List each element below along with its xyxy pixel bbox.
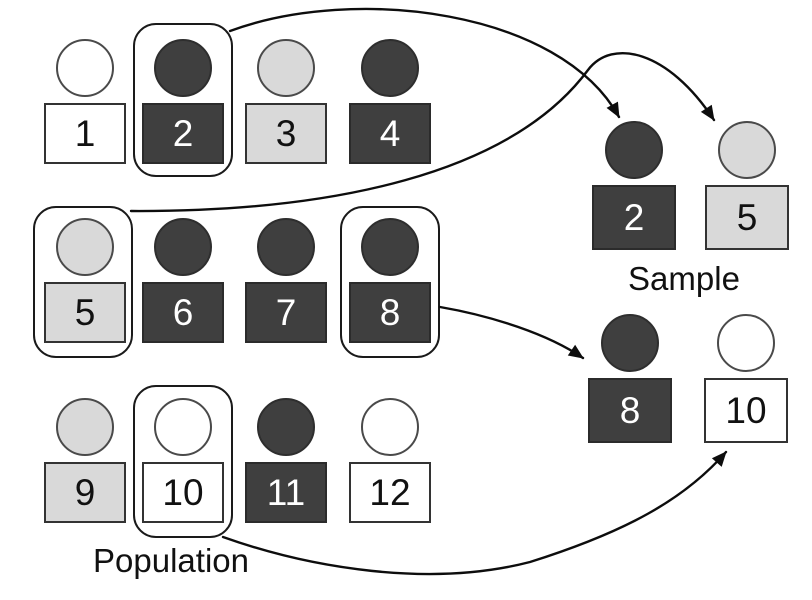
person-body-square: 12 bbox=[349, 462, 431, 523]
person-number: 7 bbox=[275, 292, 297, 333]
person-number: 5 bbox=[736, 197, 758, 238]
person-body-square: 9 bbox=[44, 462, 126, 523]
person-body-square: 11 bbox=[245, 462, 327, 523]
population-member-3: 3 bbox=[245, 39, 327, 164]
person-head-circle bbox=[361, 218, 419, 276]
person-number: 12 bbox=[369, 472, 411, 513]
person-number: 3 bbox=[275, 113, 297, 154]
person-head-circle bbox=[154, 39, 212, 97]
person-body-square: 2 bbox=[592, 185, 676, 250]
person-number: 2 bbox=[172, 113, 194, 154]
person-body-square: 5 bbox=[705, 185, 789, 250]
person-body-square: 5 bbox=[44, 282, 126, 343]
person-head-circle bbox=[717, 314, 775, 372]
person-number: 8 bbox=[619, 390, 641, 431]
person-head-circle bbox=[154, 398, 212, 456]
person-number: 10 bbox=[162, 472, 204, 513]
person-head-circle bbox=[718, 121, 776, 179]
population-member-8: 8 bbox=[349, 218, 431, 343]
person-body-square: 10 bbox=[142, 462, 224, 523]
sample-member-8: 8 bbox=[588, 314, 672, 443]
sample-member-5: 5 bbox=[705, 121, 789, 250]
population-member-9: 9 bbox=[44, 398, 126, 523]
person-body-square: 4 bbox=[349, 103, 431, 164]
population-member-6: 6 bbox=[142, 218, 224, 343]
person-body-square: 2 bbox=[142, 103, 224, 164]
person-head-circle bbox=[361, 39, 419, 97]
person-head-circle bbox=[361, 398, 419, 456]
sample-member-10: 10 bbox=[704, 314, 788, 443]
population-member-4: 4 bbox=[349, 39, 431, 164]
person-head-circle bbox=[56, 39, 114, 97]
population-member-10: 10 bbox=[142, 398, 224, 523]
person-number: 10 bbox=[725, 390, 767, 431]
person-number: 9 bbox=[74, 472, 96, 513]
sample-label: Sample bbox=[628, 260, 740, 297]
person-head-circle bbox=[56, 218, 114, 276]
person-number: 4 bbox=[379, 113, 401, 154]
person-body-square: 10 bbox=[704, 378, 788, 443]
person-number: 5 bbox=[74, 292, 96, 333]
population-member-2: 2 bbox=[142, 39, 224, 164]
selection-outline-5 bbox=[33, 206, 133, 358]
person-number: 8 bbox=[379, 292, 401, 333]
person-body-square: 1 bbox=[44, 103, 126, 164]
person-head-circle bbox=[605, 121, 663, 179]
person-head-circle bbox=[257, 39, 315, 97]
person-head-circle bbox=[257, 218, 315, 276]
person-body-square: 3 bbox=[245, 103, 327, 164]
arrow-member-8-to-sample bbox=[438, 305, 585, 360]
person-number: 6 bbox=[172, 292, 194, 333]
person-body-square: 7 bbox=[245, 282, 327, 343]
person-body-square: 6 bbox=[142, 282, 224, 343]
population-member-7: 7 bbox=[245, 218, 327, 343]
person-number: 2 bbox=[623, 197, 645, 238]
person-number: 11 bbox=[266, 472, 306, 513]
population-member-12: 12 bbox=[349, 398, 431, 523]
person-body-square: 8 bbox=[349, 282, 431, 343]
population-member-11: 11 bbox=[245, 398, 327, 523]
population-member-5: 5 bbox=[44, 218, 126, 343]
person-head-circle bbox=[154, 218, 212, 276]
population-label: Population bbox=[93, 542, 249, 579]
person-number: 1 bbox=[74, 113, 96, 154]
person-body-square: 8 bbox=[588, 378, 672, 443]
person-head-circle bbox=[56, 398, 114, 456]
population-member-1: 1 bbox=[44, 39, 126, 164]
sample-member-2: 2 bbox=[592, 121, 676, 250]
person-head-circle bbox=[257, 398, 315, 456]
person-head-circle bbox=[601, 314, 659, 372]
